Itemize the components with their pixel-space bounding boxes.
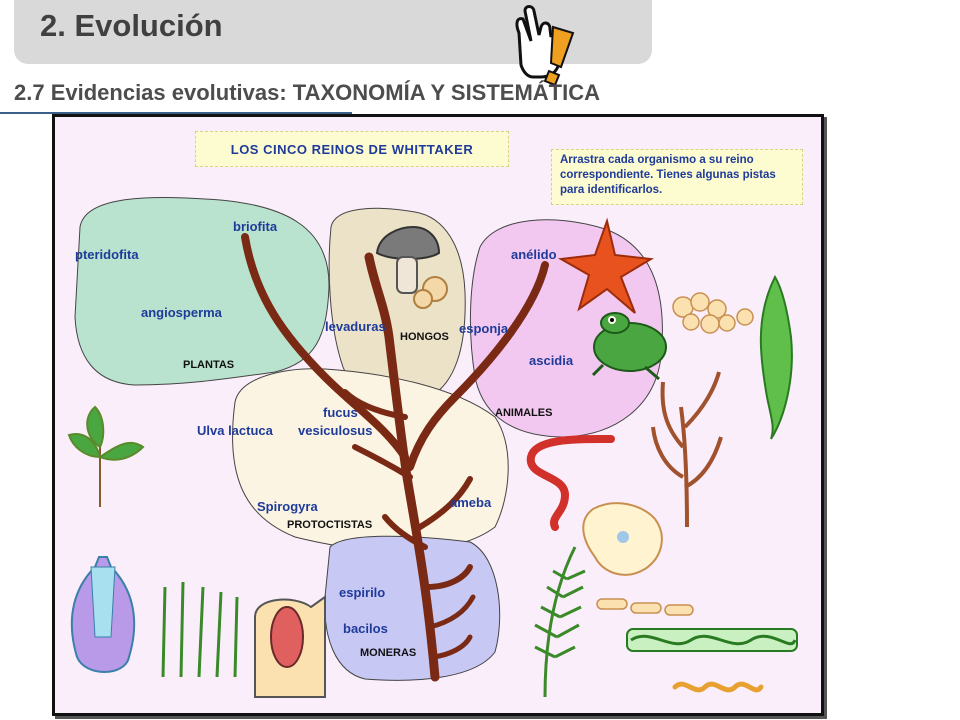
label-vesiculosus[interactable]: vesiculosus (298, 423, 373, 438)
mushroom-organism[interactable] (373, 225, 453, 315)
label-fucus[interactable]: fucus (323, 405, 358, 420)
phylogenetic-tree (241, 233, 549, 682)
kingdom-label-animales: ANIMALES (495, 407, 553, 419)
label-bacilos[interactable]: bacilos (343, 621, 388, 636)
label-pteridofita[interactable]: pteridofita (75, 247, 139, 262)
sea-squirt-organism (70, 556, 136, 673)
label-spirogyra[interactable]: Spirogyra (257, 499, 318, 514)
label-esponja[interactable]: esponja (459, 321, 509, 336)
label-anelido[interactable]: anélido (511, 247, 557, 262)
activity-instructions: Arrastra cada organismo a su reino corre… (551, 149, 803, 205)
worm-organism (526, 434, 615, 531)
region-plantas (74, 196, 330, 386)
sponge-cross-section-organism (254, 595, 326, 698)
moss-organism (161, 581, 239, 678)
label-ulva-lactuca[interactable]: Ulva lactuca (197, 423, 273, 438)
spirillum-organism (672, 681, 764, 693)
fern-organism (534, 546, 586, 698)
sponge-organism (672, 292, 754, 334)
starfish-organism (557, 217, 655, 314)
frog-organism (591, 312, 667, 381)
kingdom-label-plantas: PLANTAS (183, 359, 235, 371)
spirogyra-organism (626, 628, 798, 652)
kingdom-regions (67, 196, 798, 698)
coral-organism (651, 371, 723, 528)
label-ascidia[interactable]: ascidia (529, 353, 574, 368)
kingdom-label-hongos: HONGOS (400, 331, 449, 343)
page-title: 2. Evolución (40, 8, 223, 43)
label-levaduras[interactable]: levaduras (325, 319, 386, 334)
bacilli-organism (596, 598, 694, 616)
label-briofita[interactable]: briofita (233, 219, 278, 234)
activity-title: LOS CINCO REINOS DE WHITTAKER (195, 131, 509, 167)
section-subtitle: 2.7 Evidencias evolutivas: TAXONOMÍA Y S… (14, 80, 601, 105)
seaweed-organism (759, 274, 793, 440)
seedling-organism (67, 405, 145, 507)
label-espirilo[interactable]: espirilo (339, 585, 386, 600)
kingdom-label-protoctistas: PROTOCTISTAS (287, 519, 373, 531)
pointing-hand-icon (515, 5, 575, 85)
activity-canvas: LOS CINCO REINOS DE WHITTAKER Arrastra c… (52, 114, 824, 716)
kingdom-label-moneras: MONERAS (360, 647, 417, 659)
label-angiosperma[interactable]: angiosperma (141, 305, 222, 320)
label-ameba[interactable]: ameba (450, 495, 492, 510)
subtitle-underline (0, 112, 352, 114)
